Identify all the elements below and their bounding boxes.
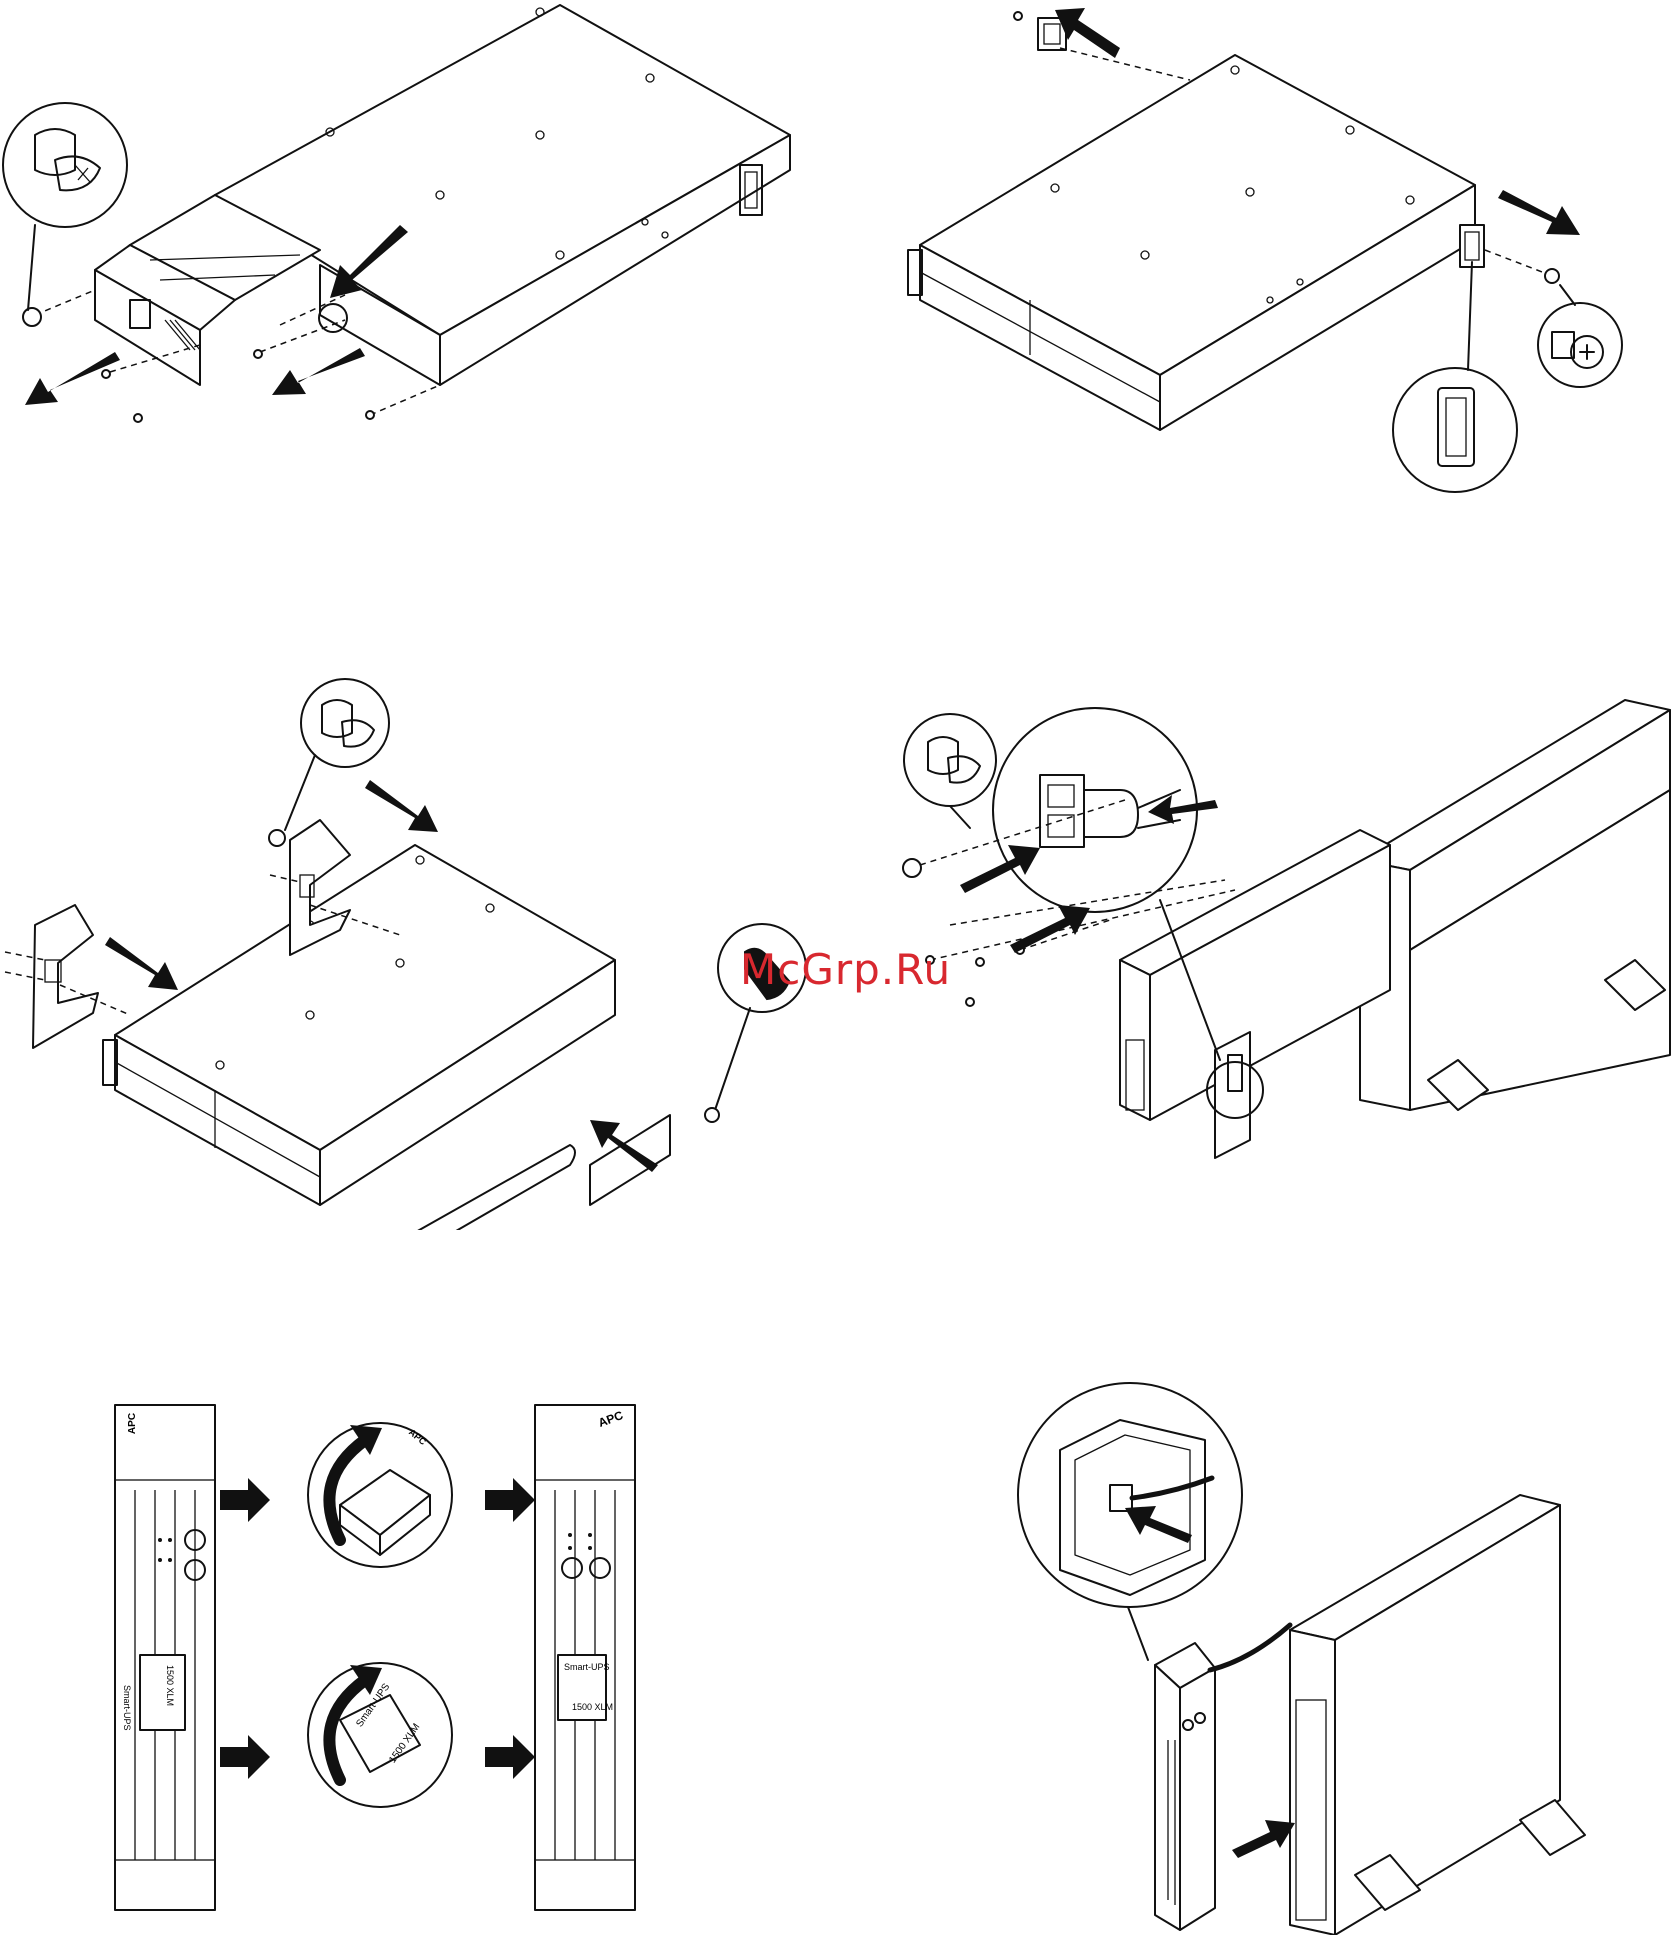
figure-attach-front-bezel-cable [1000, 1380, 1670, 1935]
model-number-after: 1500 XLM [572, 1702, 613, 1712]
figure-remove-front-assembly [0, 0, 800, 430]
watermark: McGrp.Ru [740, 945, 951, 994]
figure-connect-battery-pack [890, 660, 1678, 1200]
bracket-detail-icon [1393, 262, 1517, 492]
figure-remove-rack-brackets [890, 0, 1670, 500]
ups-front-after [535, 1405, 635, 1910]
model-number-before: 1500 XLM [165, 1665, 175, 1706]
tower-bracket-left [5, 905, 130, 1048]
rack-bracket-right [1460, 225, 1559, 283]
ups-tower-unit [1290, 1495, 1585, 1935]
ups-chassis-rack [215, 5, 790, 385]
screw-detail-icon [904, 714, 996, 828]
cable-detail-icon [1018, 1383, 1242, 1660]
ups-chassis-empty [908, 55, 1475, 430]
ups-tower-unit [1360, 700, 1670, 1110]
model-name-after: Smart-UPS [564, 1662, 610, 1672]
front-bezel-tower [1155, 1643, 1215, 1930]
ups-front-before [115, 1405, 215, 1910]
screw-detail-icon [1538, 285, 1622, 387]
ups-chassis-empty [103, 845, 615, 1205]
model-name-before: Smart-UPS [122, 1685, 132, 1731]
screw-detail-icon [285, 679, 389, 830]
brand-logo-before: APC [127, 1413, 138, 1434]
figure-attach-tower-brackets-and-bezel [0, 660, 700, 1230]
